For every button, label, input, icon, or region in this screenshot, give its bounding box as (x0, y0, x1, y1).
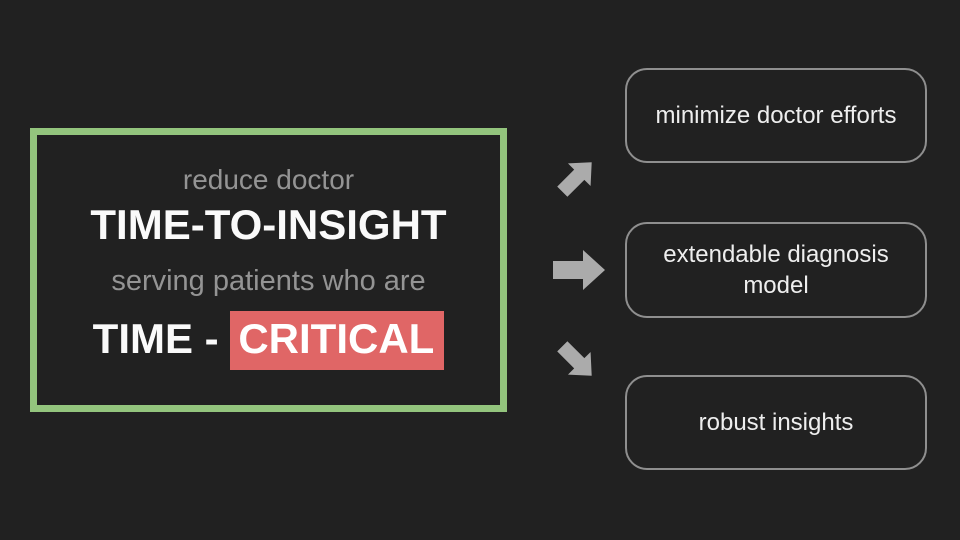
outcome-label: robust insights (698, 409, 854, 436)
outcome-box-extendable-diagnosis-model: extendable diagnosis model (625, 222, 927, 318)
time-critical-prefix: TIME - (92, 314, 231, 362)
arrow-up-right-icon (551, 151, 603, 203)
arrow-right-icon (553, 250, 605, 290)
outcome-label: minimize doctor efforts (655, 102, 897, 129)
statement-line-reduce-doctor: reduce doctor (182, 163, 355, 195)
critical-highlight: CRITICAL (230, 310, 445, 370)
outcome-box-minimize-doctor-efforts: minimize doctor efforts (625, 68, 927, 163)
outcome-label: extendable diagnosis model (663, 241, 889, 299)
statement-line-serving-patients: serving patients who are (111, 264, 426, 297)
outcome-box-robust-insights: robust insights (625, 375, 927, 470)
statement-line-time-to-insight: TIME-TO-INSIGHT (90, 200, 447, 248)
statement-box: reduce doctor TIME-TO-INSIGHT serving pa… (30, 128, 507, 412)
arrow-down-right-icon (551, 335, 603, 387)
statement-line-time-critical: TIME - CRITICAL (92, 310, 445, 370)
